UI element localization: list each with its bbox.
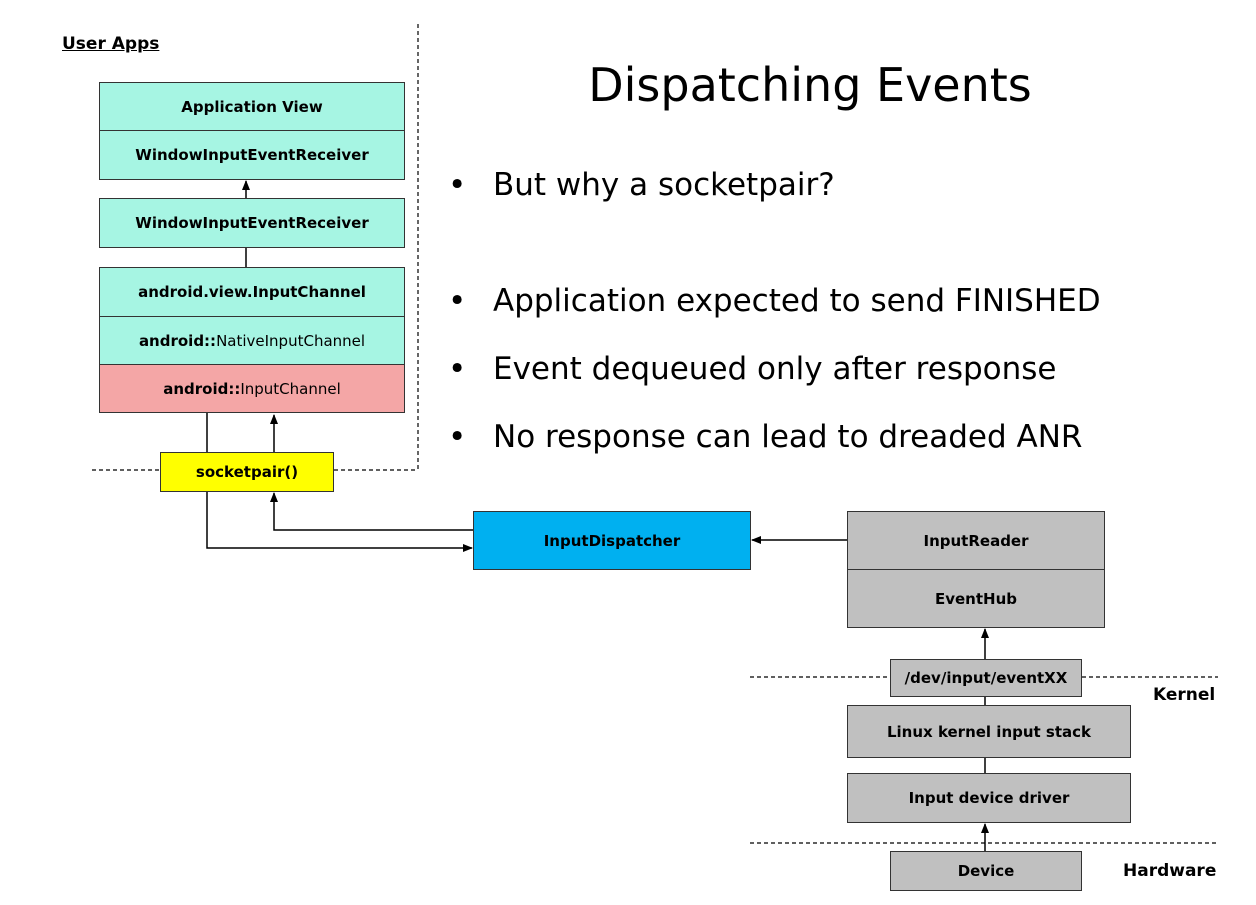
bullet-dot: • bbox=[448, 419, 467, 455]
hardware-label: Hardware bbox=[1123, 861, 1217, 881]
bullet-text: No response can lead to dreaded ANR bbox=[493, 419, 1083, 455]
input-device-driver-box: Input device driver bbox=[847, 773, 1131, 823]
bullet-item: • Application expected to send FINISHED bbox=[448, 283, 1101, 319]
native-input-channel-name: NativeInputChannel bbox=[216, 331, 366, 350]
user-apps-label: User Apps bbox=[62, 34, 160, 54]
input-reader-box: InputReader bbox=[847, 511, 1105, 570]
application-view-box: Application View bbox=[99, 82, 405, 131]
dev-input-eventxx-box: /dev/input/eventXX bbox=[890, 659, 1082, 697]
input-dispatcher-box: InputDispatcher bbox=[473, 511, 751, 570]
bullet-item: • But why a socketpair? bbox=[448, 167, 835, 203]
arrow-dispatcher-to-socketpair bbox=[270, 492, 474, 531]
view-input-channel-box: android.view.InputChannel bbox=[99, 267, 405, 317]
kernel-label: Kernel bbox=[1153, 685, 1216, 705]
bullet-text: Application expected to send FINISHED bbox=[493, 283, 1101, 319]
linux-kernel-input-stack-box: Linux kernel input stack bbox=[847, 705, 1131, 758]
bullet-dot: • bbox=[448, 283, 467, 319]
slide-title: Dispatching Events bbox=[588, 58, 1032, 112]
bullet-item: • Event dequeued only after response bbox=[448, 351, 1056, 387]
input-channel-prefix: android:: bbox=[163, 379, 241, 398]
socketpair-box: socketpair() bbox=[160, 452, 334, 492]
event-hub-box: EventHub bbox=[847, 569, 1105, 628]
bullet-dot: • bbox=[448, 167, 467, 203]
native-input-channel-prefix: android:: bbox=[138, 331, 217, 350]
bullet-text: Event dequeued only after response bbox=[493, 351, 1057, 387]
bullet-item: • No response can lead to dreaded ANR bbox=[448, 419, 1082, 455]
bullet-text: But why a socketpair? bbox=[493, 167, 835, 203]
bullet-dot: • bbox=[448, 351, 467, 387]
window-input-event-receiver-app-box: WindowInputEventReceiver bbox=[99, 130, 405, 180]
input-channel-box: android::InputChannel bbox=[99, 364, 405, 413]
input-channel-name: InputChannel bbox=[240, 379, 341, 398]
arrow-socketpair-to-dispatcher bbox=[206, 491, 473, 552]
window-input-event-receiver-box: WindowInputEventReceiver bbox=[99, 198, 405, 248]
device-box: Device bbox=[890, 851, 1082, 891]
native-input-channel-box: android::NativeInputChannel bbox=[99, 316, 405, 365]
